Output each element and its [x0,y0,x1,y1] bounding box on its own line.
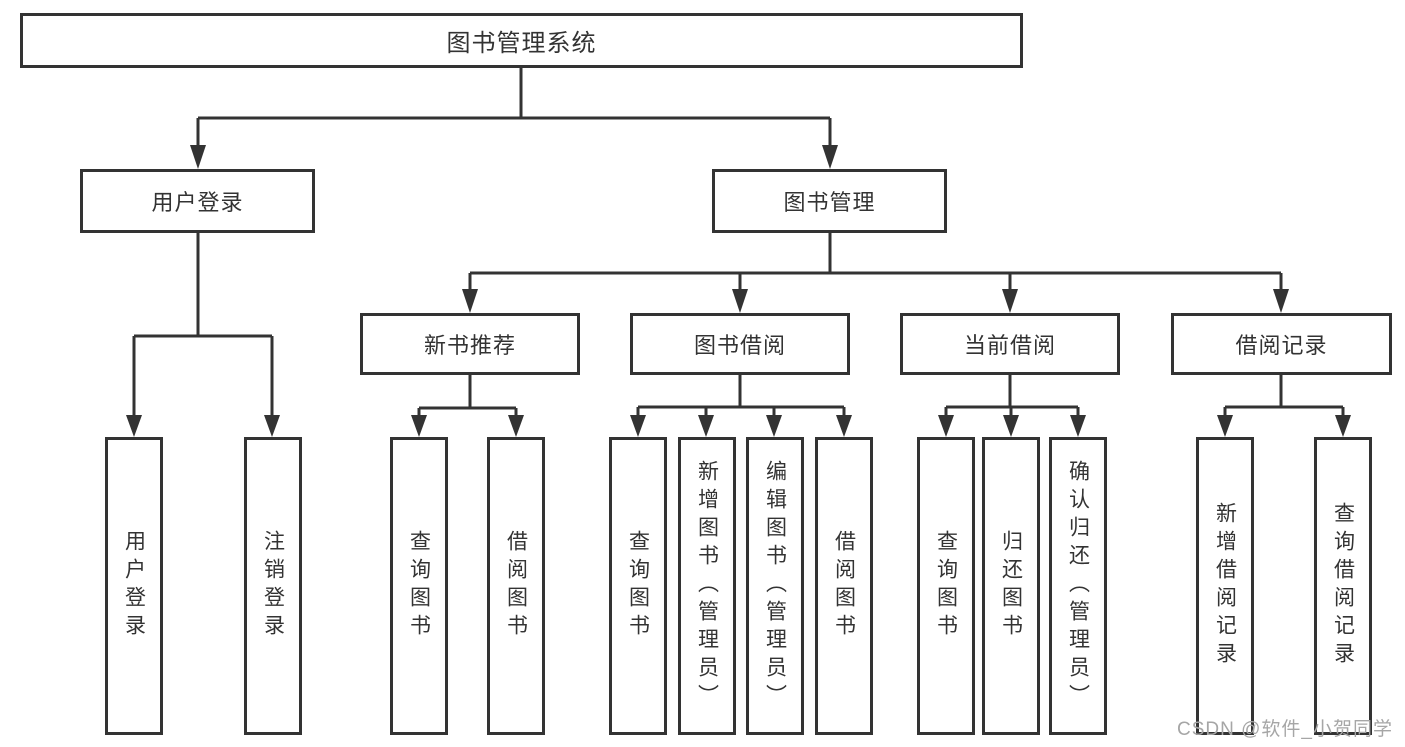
node-bb-edit-books-admin-label: 编辑图书（管理员） [763,460,787,712]
node-bb-query-books-label: 查询图书 [626,530,650,642]
node-library-system-label: 图书管理系统 [446,30,597,57]
node-current-borrowing: 当前借阅 [900,313,1120,375]
node-bb-borrow-books: 借阅图书 [815,437,873,735]
node-br-add-record-label: 新增借阅记录 [1213,502,1237,670]
node-user-login-group-label: 用户登录 [151,190,244,215]
node-br-query-record-label: 查询借阅记录 [1331,502,1355,670]
node-bb-edit-books-admin: 编辑图书（管理员） [746,437,804,735]
node-user-login: 用户登录 [105,437,163,735]
node-book-management: 图书管理 [712,169,947,233]
node-user-login-label: 用户登录 [122,530,146,642]
node-logout-login: 注销登录 [244,437,302,735]
node-cb-return-books: 归还图书 [982,437,1040,735]
node-rec-query-books-label: 查询图书 [407,530,431,642]
node-cb-confirm-return-admin: 确认归还（管理员） [1049,437,1107,735]
node-logout-login-label: 注销登录 [261,530,285,642]
node-new-book-recommend-label: 新书推荐 [423,333,516,358]
node-book-borrowing-label: 图书借阅 [693,333,786,358]
node-user-login-group: 用户登录 [80,169,315,233]
node-cb-confirm-return-admin-label: 确认归还（管理员） [1066,460,1090,712]
node-book-borrowing: 图书借阅 [630,313,850,375]
node-cb-query-books-label: 查询图书 [934,530,958,642]
node-bb-add-books-admin-label: 新增图书（管理员） [695,460,719,712]
node-cb-return-books-label: 归还图书 [999,530,1023,642]
node-bb-query-books: 查询图书 [609,437,667,735]
node-rec-query-books: 查询图书 [390,437,448,735]
node-book-management-label: 图书管理 [783,190,876,215]
node-br-add-record: 新增借阅记录 [1196,437,1254,735]
node-borrowing-records-label: 借阅记录 [1235,333,1328,358]
watermark-csdn: CSDN @软件_小贺同学 [1177,719,1393,740]
node-br-query-record: 查询借阅记录 [1314,437,1372,735]
node-bb-add-books-admin: 新增图书（管理员） [678,437,736,735]
arrowheads [126,145,1351,437]
node-current-borrowing-label: 当前借阅 [963,333,1056,358]
node-new-book-recommend: 新书推荐 [360,313,580,375]
node-bb-borrow-books-label: 借阅图书 [832,530,856,642]
node-borrowing-records: 借阅记录 [1171,313,1392,375]
node-cb-query-books: 查询图书 [917,437,975,735]
node-library-system: 图书管理系统 [20,13,1023,68]
node-rec-borrow-books-label: 借阅图书 [504,530,528,642]
node-rec-borrow-books: 借阅图书 [487,437,545,735]
